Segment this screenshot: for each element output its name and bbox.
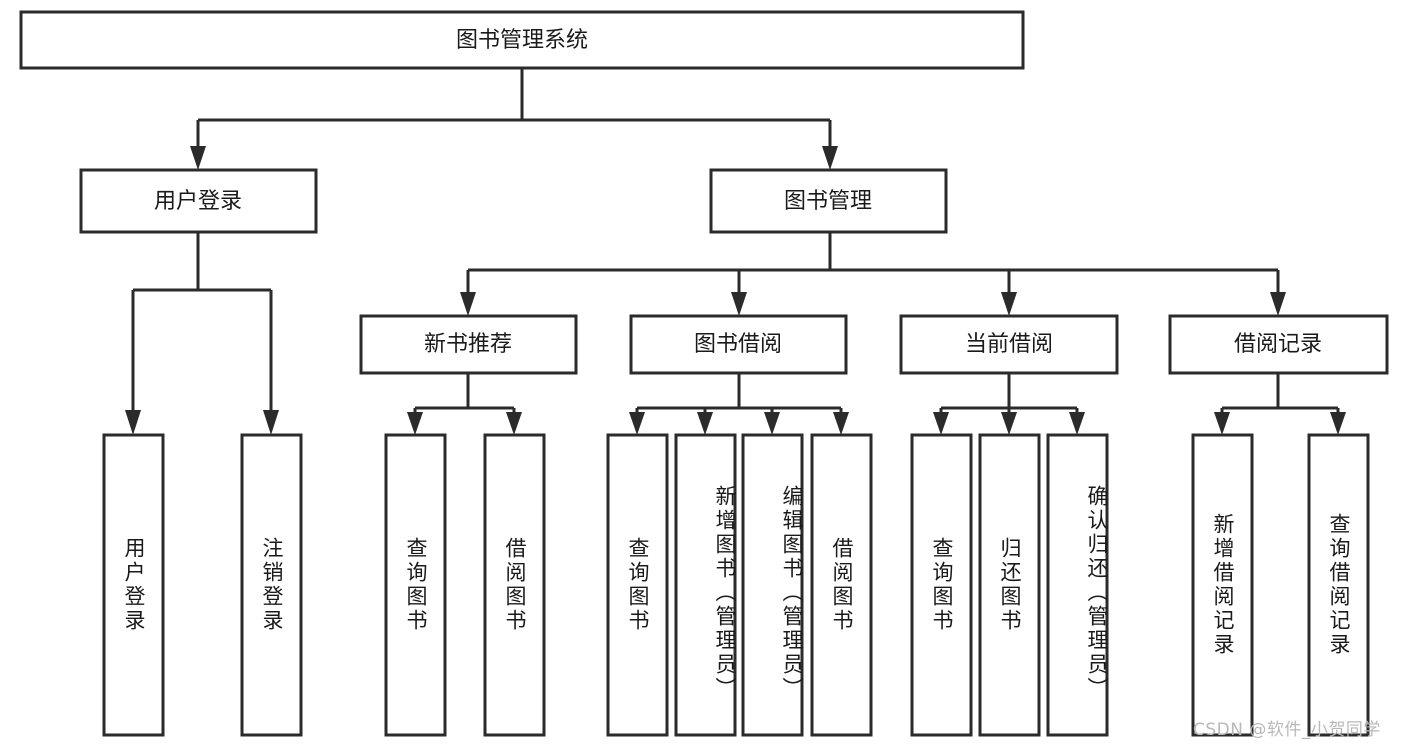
node-current-borrow[interactable]: 当前借阅 (899, 314, 1119, 375)
node-new-book-recommend-label: 新书推荐 (424, 332, 512, 357)
connector-borrowrecord-to-leaves (1214, 373, 1346, 435)
connector-userlogin-to-leaves (125, 232, 279, 435)
leaf-box-query-record[interactable] (1307, 433, 1370, 737)
leaf-box-query-book-1[interactable] (384, 433, 447, 737)
leaf-box-confirm-return[interactable] (1046, 433, 1109, 737)
leaf-box-add-record[interactable] (1191, 433, 1254, 737)
connector-bookborrow-to-leaves (629, 373, 849, 435)
leaf-box-edit-book[interactable] (741, 433, 804, 737)
node-borrow-record[interactable]: 借阅记录 (1168, 314, 1389, 375)
node-book-borrow[interactable]: 图书借阅 (629, 314, 848, 375)
connector-newbook-to-leaves (407, 373, 522, 435)
node-borrow-record-label: 借阅记录 (1234, 332, 1322, 357)
node-book-borrow-label: 图书借阅 (694, 332, 782, 357)
leaf-box-borrow-book-1[interactable] (483, 433, 546, 737)
leaf-box-borrow-book-2[interactable] (810, 433, 873, 737)
node-user-login[interactable]: 用户登录 (79, 168, 318, 234)
leaf-box-add-book[interactable] (674, 433, 737, 737)
node-book-manage[interactable]: 图书管理 (709, 168, 948, 234)
node-root-label: 图书管理系统 (456, 28, 588, 53)
csdn-watermark: CSDN @软件_小贺同学 (1193, 720, 1381, 740)
leaf-box-query-book-3[interactable] (910, 433, 973, 737)
leaf-box-logout-login[interactable] (240, 433, 303, 737)
connector-bookmanage-to-level2 (460, 232, 1286, 316)
node-new-book-recommend[interactable]: 新书推荐 (359, 314, 578, 375)
node-root[interactable]: 图书管理系统 (19, 10, 1025, 70)
leaf-box-user-login[interactable] (102, 433, 165, 737)
connector-root-to-level1 (190, 68, 838, 170)
leaf-box-query-book-2[interactable] (606, 433, 669, 737)
connector-currentborrow-to-leaves (933, 373, 1085, 435)
leaf-box-return-book[interactable] (978, 433, 1041, 737)
leaf-boxes (102, 433, 1370, 737)
node-current-borrow-label: 当前借阅 (965, 332, 1053, 357)
node-book-manage-label: 图书管理 (784, 189, 872, 214)
node-user-login-label: 用户登录 (154, 189, 242, 214)
